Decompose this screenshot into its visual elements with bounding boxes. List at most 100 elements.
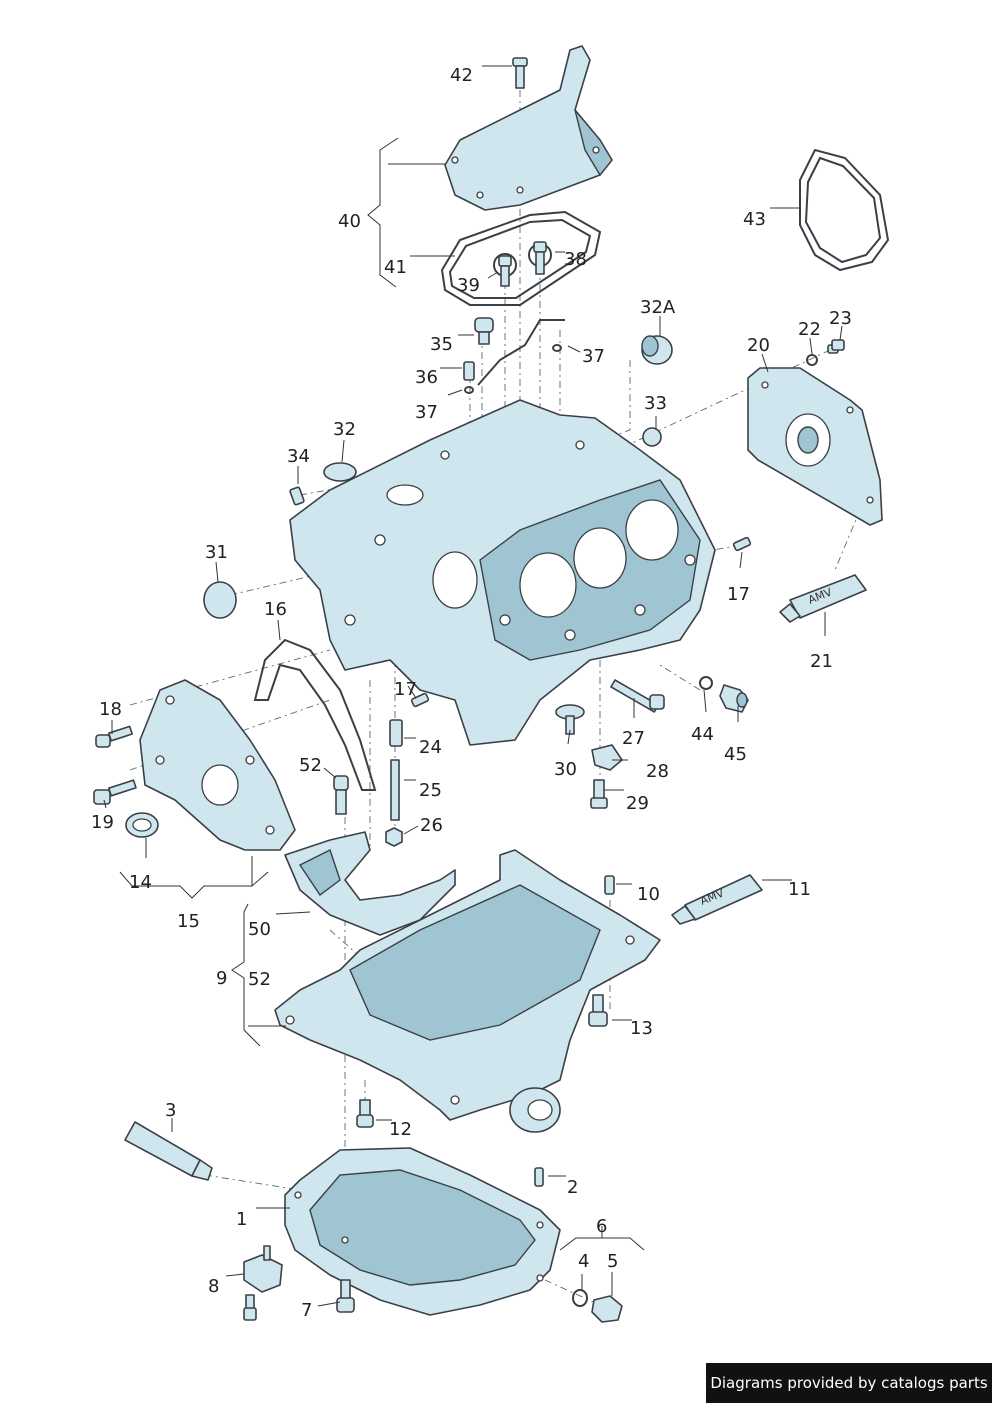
callout-13: 13 [630,1018,653,1039]
callout-36: 36 [415,367,438,388]
drain-plug-5-icon [591,1295,623,1323]
gasket-41-icon [440,210,602,306]
dowel-2-icon [534,1167,544,1187]
bolt-7-icon [336,1279,355,1313]
callout-11: 11 [788,879,811,900]
plug-33-icon [642,427,662,447]
callout-52-upper: 52 [299,755,322,776]
callout-45: 45 [724,744,747,765]
callout-12: 12 [389,1119,412,1140]
callout-1: 1 [236,1209,248,1230]
cover-40-icon [444,45,613,211]
oil-line-icon [477,319,565,386]
callout-2: 2 [567,1177,579,1198]
callout-25: 25 [419,780,442,801]
callout-19: 19 [91,812,114,833]
callout-26: 26 [420,815,443,836]
callout-44: 44 [691,724,714,745]
callout-32: 32 [333,419,356,440]
jet-30-icon [555,704,585,735]
upper-sump-52-icon [274,849,661,1133]
callout-39: 39 [457,275,480,296]
bolt-12-icon [356,1099,374,1128]
sealant-tube-11-icon: AMV [671,874,763,925]
nut-26-icon [385,827,403,847]
callout-9: 9 [216,968,228,989]
callout-10: 10 [637,884,660,905]
plug-32a-icon [641,335,673,365]
callout-5: 5 [607,1251,619,1272]
callout-14: 14 [129,872,152,893]
stud-25-icon [390,759,400,821]
bolt-35-icon [474,317,494,345]
bolt-38-icon [528,241,552,275]
callout-35: 35 [430,334,453,355]
callout-3: 3 [165,1100,177,1121]
washer-44-icon [699,676,713,690]
callout-24: 24 [419,737,442,758]
bolt-23-icon [827,339,845,354]
callout-16: 16 [264,599,287,620]
leader-lines [103,65,843,1307]
callout-27: 27 [622,728,645,749]
callout-37-upper: 37 [582,346,605,367]
bolt-42-icon [512,57,528,89]
callout-50: 50 [248,919,271,940]
bolt-18-icon [95,725,133,748]
dowel-10-icon [604,875,615,895]
callout-33: 33 [644,393,667,414]
callout-17-left: 17 [394,679,417,700]
callout-52-lower: 52 [248,969,271,990]
bolt-27-icon [610,679,665,713]
callout-30: 30 [554,759,577,780]
seal-14-icon [125,812,159,838]
pin-34-icon [289,486,305,506]
callout-7: 7 [301,1300,313,1321]
callout-40: 40 [338,211,361,232]
callout-17-right: 17 [727,584,750,605]
callout-41: 41 [384,257,407,278]
callout-20: 20 [747,335,770,356]
callout-29: 29 [626,793,649,814]
callout-28: 28 [646,761,669,782]
sensor-8-icon [243,1245,283,1321]
callout-18: 18 [99,699,122,720]
gasket-43-icon [799,148,890,272]
plug-32-icon [323,462,357,482]
callout-4: 4 [578,1251,590,1272]
sleeve-36-icon [463,361,475,381]
callout-37-lower: 37 [415,402,438,423]
callout-34: 34 [287,446,310,467]
bracket-28-icon [591,744,623,771]
callout-15: 15 [177,911,200,932]
bolt-52-icon [333,775,349,815]
callout-42: 42 [450,65,473,86]
front-cover-15-icon [139,679,296,851]
callout-23: 23 [829,308,852,329]
bolt-19-icon [93,779,137,805]
oring-37-icon [464,344,562,394]
callout-21: 21 [810,651,833,672]
sealant-tube-3-icon [124,1121,213,1181]
credit-banner: Diagrams provided by catalogs parts [706,1363,992,1403]
rear-cover-20-icon [747,367,883,526]
plug-31-icon [203,581,237,619]
callout-22: 22 [798,319,821,340]
bolt-13-icon [588,994,608,1027]
callout-8: 8 [208,1276,220,1297]
callout-32a: 32A [640,297,676,318]
plug-45-icon [719,684,749,713]
baffle-50-icon [284,831,456,936]
callout-6: 6 [596,1216,608,1237]
bolt-29-icon [590,779,608,809]
bolt-39-icon [493,253,517,287]
sleeve-24-icon [389,719,403,747]
dowel-17-icon [410,536,752,708]
gasket-16-icon [253,638,377,791]
washer-22-icon [806,354,818,366]
callout-38: 38 [564,249,587,270]
callout-43: 43 [743,209,766,230]
sealant-tube-21-icon: AMV [779,574,867,623]
callout-31: 31 [205,542,228,563]
